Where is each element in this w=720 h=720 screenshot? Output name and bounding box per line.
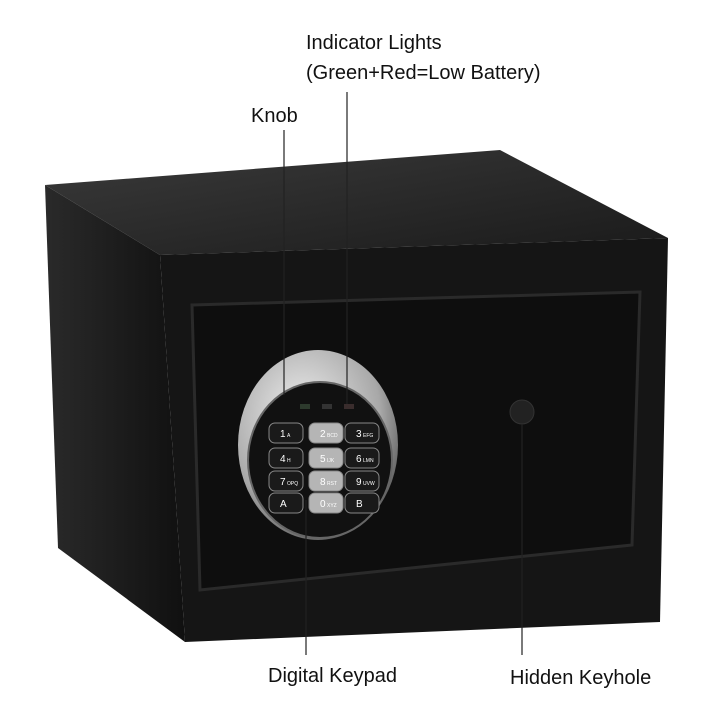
indicator-lights-note: (Green+Red=Low Battery)	[306, 62, 541, 84]
keypad-key-label: 0	[320, 499, 326, 510]
keypad-key-label: 7	[280, 477, 286, 488]
keypad-key-letters: H	[287, 458, 291, 464]
safe-left-face	[45, 185, 185, 642]
keypad-key-letters: RST	[327, 481, 337, 487]
keypad-key-letters: EFG	[363, 433, 373, 439]
keypad-key-label: 6	[356, 454, 362, 465]
keypad-key-label: 9	[356, 477, 362, 488]
hidden-keyhole	[509, 399, 535, 425]
safe-top-face	[45, 150, 668, 255]
keypad-key-label: 5	[320, 454, 326, 465]
keypad-key-letters: LMN	[363, 458, 374, 464]
indicator-lights-label: Indicator Lights	[306, 32, 442, 54]
keypad-key-letters: IJK	[327, 458, 335, 464]
keypad-key-label: A	[280, 499, 287, 510]
knob-label: Knob	[251, 105, 298, 127]
keypad-key-label: 1	[280, 429, 286, 440]
indicator-lights	[300, 404, 354, 409]
keypad-key-label: 8	[320, 477, 326, 488]
keypad-key-letters: UVW	[363, 481, 375, 487]
digital-keypad-label: Digital Keypad	[268, 665, 397, 687]
keypad-key-label: B	[356, 499, 363, 510]
keypad-key-letters: OPQ	[287, 481, 298, 487]
keypad-key-a[interactable]: A	[268, 492, 304, 514]
keypad-key-letters: BCD	[327, 433, 338, 439]
keypad-key-b[interactable]: B	[344, 492, 380, 514]
keypad-key-label: 3	[356, 429, 362, 440]
keypad-key-letters: XYZ	[327, 503, 337, 509]
leader-lines	[283, 92, 523, 655]
keypad-key-label: 4	[280, 454, 286, 465]
hidden-keyhole-label: Hidden Keyhole	[510, 667, 652, 689]
keypad-key-label: 2	[320, 429, 326, 440]
keypad-key-letters: A	[287, 433, 291, 439]
